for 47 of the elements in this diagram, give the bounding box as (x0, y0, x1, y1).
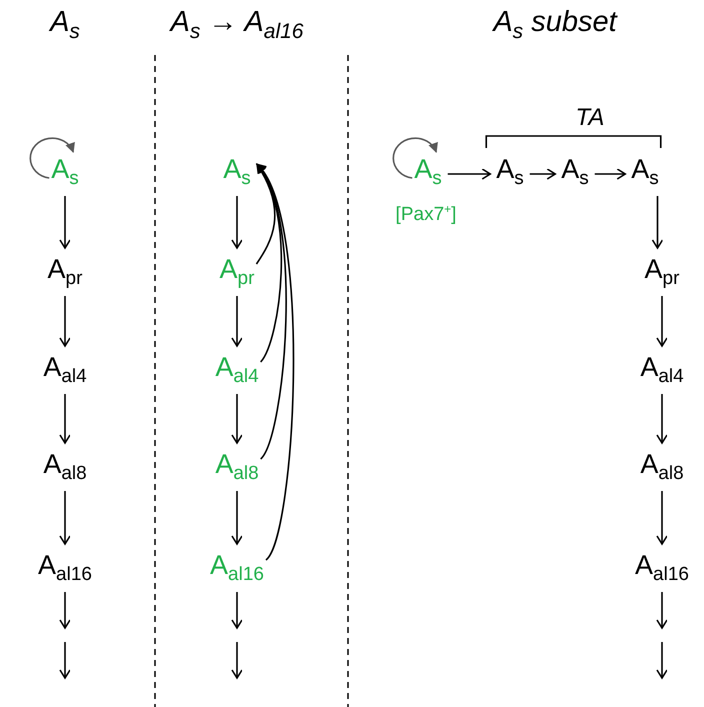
arrow (656, 394, 668, 444)
arrow (59, 296, 71, 347)
arrow (656, 592, 668, 629)
cell-stage-label: A$_{al8}$ (215, 451, 259, 483)
cell-stage-label: A$_{al8}$ (640, 451, 684, 483)
column-heading: A$_{s}$ (50, 6, 80, 44)
arrow (656, 491, 668, 545)
cell-stage-label: A$_{al16}$ (210, 552, 264, 584)
arrow (59, 592, 71, 629)
arrow (30, 137, 74, 179)
cell-stage-label: A$_{s}$ (51, 156, 79, 188)
cell-stage-label: A$_{s}$ (561, 156, 589, 188)
cell-stage-label: A$_{al4}$ (640, 354, 684, 386)
arrow (231, 394, 243, 444)
column-heading: A$_{s}$ → A$_{al16}$ (170, 6, 304, 44)
cell-stage-label: A$_{pr}$ (48, 256, 82, 288)
arrow (256, 163, 294, 560)
arrow (231, 592, 243, 629)
cell-stage-label: A$_{al4}$ (43, 354, 87, 386)
arrow (530, 168, 556, 180)
arrow (59, 394, 71, 444)
arrow (392, 137, 438, 179)
arrow (231, 296, 243, 347)
arrow (256, 163, 282, 362)
cell-stage-label: A$_{al8}$ (43, 451, 87, 483)
arrow (652, 196, 664, 249)
arrow (256, 163, 287, 460)
cell-stage-label: A$_{al4}$ (215, 354, 259, 386)
cell-stage-label: A$_{al16}$ (635, 552, 689, 584)
arrow (231, 196, 243, 249)
cell-stage-label: A$_{s}$ (496, 156, 524, 188)
arrow (59, 491, 71, 545)
arrow (256, 163, 276, 264)
arrow (59, 196, 71, 249)
cell-stage-label: A$_{pr}$ (644, 256, 680, 288)
cell-stage-label: A$_{al16}$ (38, 552, 92, 584)
cell-stage-label: A$_{s}$ (223, 156, 251, 188)
marker-note: [Pax7$^{+}$] (396, 202, 456, 226)
arrow (594, 168, 626, 180)
cell-stage-label: A$_{pr}$ (220, 256, 254, 288)
arrow (656, 296, 668, 347)
arrow (231, 491, 243, 545)
cell-stage-label: A$_{s}$ (631, 156, 659, 188)
bracket-label: TA (576, 104, 604, 132)
arrow (448, 168, 492, 180)
cell-stage-label: A$_{s}$ (414, 156, 442, 188)
column-heading: A$_{s}$ subset (493, 6, 617, 44)
